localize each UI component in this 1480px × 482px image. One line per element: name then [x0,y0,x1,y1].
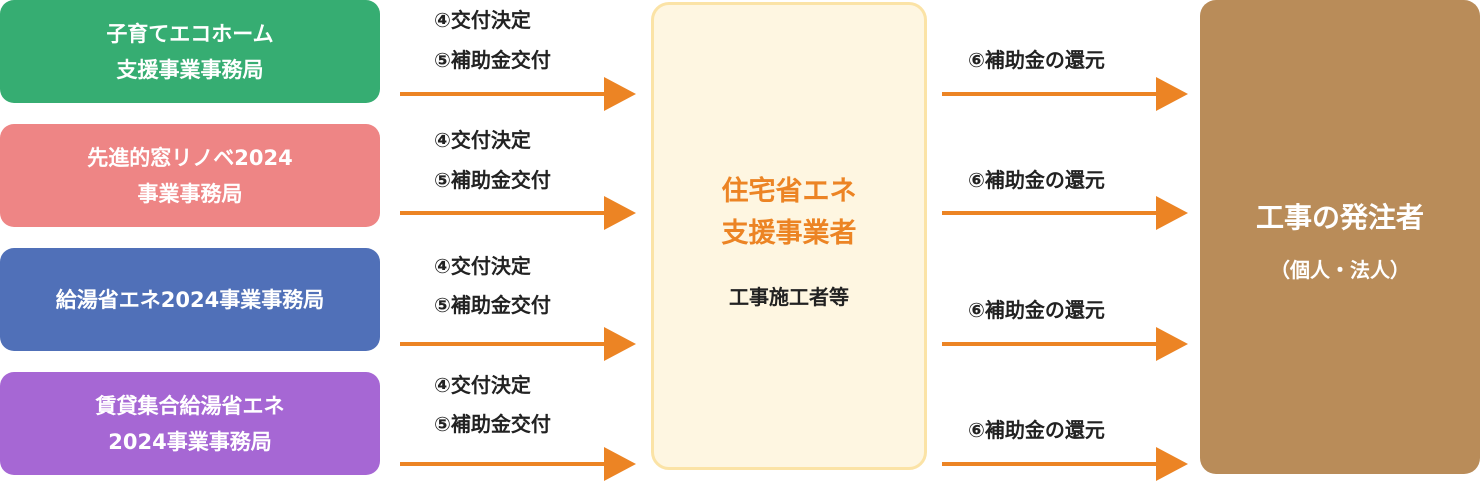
contractor-title-line2: 支援事業者 [721,218,857,249]
contractor-title: 住宅省エネ 支援事業者 [654,171,924,255]
step5-label: ⑤補助金交付 [434,293,551,317]
arrow-to-orderer [942,196,1188,230]
office-name-line2: 2024事業事務局 [108,429,272,454]
arrow-to-orderer [942,77,1188,111]
office-box-chintai-kyuto: 賃貸集合給湯省エネ 2024事業事務局 [0,372,380,475]
contractor-title-line1: 住宅省エネ [721,176,857,207]
step5-label: ⑤補助金交付 [434,412,551,436]
orderer-box: 工事の発注者 （個人・法人） [1200,0,1480,474]
step6-label: ⑥補助金の還元 [968,418,1105,442]
office-name-line1: 子育てエコホーム [106,21,274,46]
arrow-to-orderer [942,327,1188,361]
arrow-to-orderer [942,447,1188,481]
contractor-subtitle: 工事施工者等 [729,285,849,309]
office-box-kyuto-shoene: 給湯省エネ2024事業事務局 [0,248,380,351]
office-name-line2: 事業事務局 [137,181,243,206]
orderer-title: 工事の発注者 [1255,201,1424,234]
contractor-box: 住宅省エネ 支援事業者 工事施工者等 [651,2,927,470]
office-box-kosodate-eco-home: 子育てエコホーム 支援事業事務局 [0,0,380,103]
step4-label: ④交付決定 [434,8,531,32]
arrow-to-contractor [400,196,636,230]
step4-label: ④交付決定 [434,373,531,397]
office-name-line1: 賃貸集合給湯省エネ [95,393,285,418]
step5-label: ⑤補助金交付 [434,168,551,192]
arrow-to-contractor [400,447,636,481]
step6-label: ⑥補助金の還元 [968,48,1105,72]
office-box-senshinteki-mado: 先進的窓リノベ2024 事業事務局 [0,124,380,227]
step6-label: ⑥補助金の還元 [968,168,1105,192]
step6-label: ⑥補助金の還元 [968,298,1105,322]
step4-label: ④交付決定 [434,128,531,152]
arrow-to-contractor [400,77,636,111]
office-name-line1: 先進的窓リノベ2024 [87,145,293,170]
step5-label: ⑤補助金交付 [434,48,551,72]
arrow-to-contractor [400,327,636,361]
office-name-line1: 給湯省エネ2024事業事務局 [55,287,325,312]
step4-label: ④交付決定 [434,254,531,278]
orderer-subtitle: （個人・法人） [1270,258,1410,282]
office-name-line2: 支援事業事務局 [116,57,264,82]
